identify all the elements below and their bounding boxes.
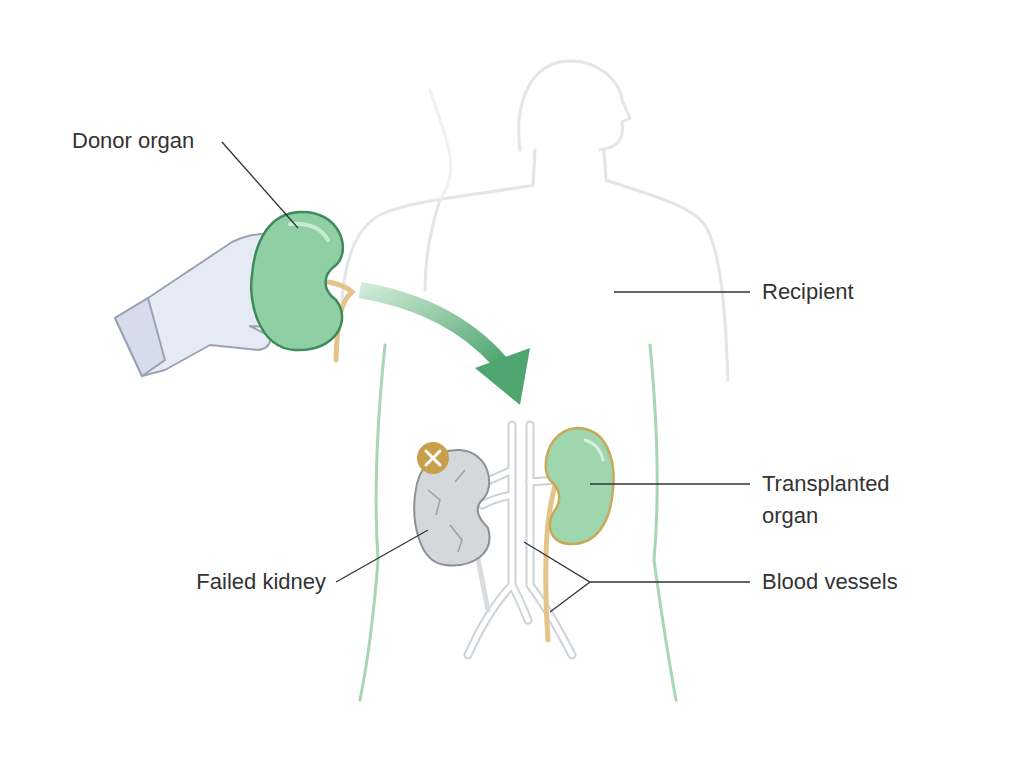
ureter (470, 485, 555, 640)
donor-label: Donor organ (72, 126, 194, 156)
vessels-label: Blood vessels (762, 567, 898, 597)
torso-sides (360, 345, 676, 700)
leader-lines (222, 142, 750, 612)
transplant-label: Transplanted organ (762, 468, 942, 532)
body-outline (342, 61, 728, 380)
failed-kidney (414, 442, 489, 565)
donor-kidney (251, 212, 352, 360)
recipient-label: Recipient (762, 277, 854, 307)
failed-kidney-label: Failed kidney (196, 567, 326, 597)
transplanted-kidney (546, 428, 614, 544)
transfer-arrow (360, 290, 530, 405)
